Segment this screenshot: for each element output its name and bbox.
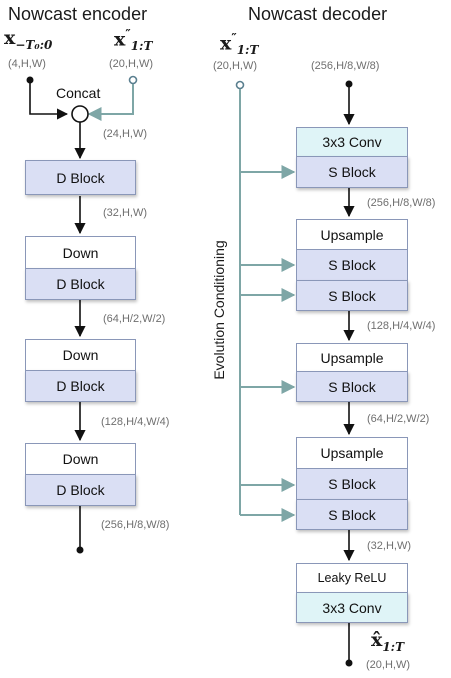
decoder-upsample-1: Upsample: [296, 219, 408, 250]
encoder-input-b-dot: [128, 75, 138, 85]
decoder-shape-3: (64,H/2,W/2): [367, 413, 430, 425]
decoder-latent-shape: (256,H/8,W/8): [311, 60, 380, 72]
decoder-conv-2: 3x3 Conv: [296, 592, 408, 623]
encoder-d-block-4: D Block: [25, 474, 136, 506]
decoder-output-dot: [345, 659, 353, 667]
encoder-input-a-shape: (4,H,W): [8, 58, 46, 70]
decoder-title: Nowcast decoder: [248, 4, 388, 24]
evolution-conditioning-label: Evolution Conditioning: [211, 240, 227, 380]
decoder-shape-4: (32,H,W): [367, 540, 411, 552]
encoder-input-b-symbol: x″1:T: [114, 27, 153, 54]
decoder-shape-2: (128,H/4,W/4): [367, 320, 436, 332]
decoder-cond-symbol: x″1:T: [220, 31, 259, 58]
encoder-d-block-2: D Block: [25, 268, 136, 300]
decoder-cond-shape: (20,H,W): [213, 60, 257, 72]
encoder-shape-4: (256,H/8,W/8): [101, 519, 170, 531]
encoder-down-1: Down: [25, 236, 136, 269]
encoder-d-block-3: D Block: [25, 370, 136, 402]
decoder-s-block-3: S Block: [296, 280, 408, 311]
concat-node: [71, 105, 89, 123]
decoder-upsample-2: Upsample: [296, 343, 408, 372]
decoder-s-block-2: S Block: [296, 249, 408, 281]
encoder-input-b-shape: (20,H,W): [109, 58, 153, 70]
decoder-s-block-1: S Block: [296, 156, 408, 188]
decoder-shape-1: (256,H/8,W/8): [367, 197, 436, 209]
decoder-s-block-6: S Block: [296, 499, 408, 530]
encoder-d-block-1: D Block: [25, 160, 136, 195]
decoder-leaky-relu: Leaky ReLU: [296, 563, 408, 593]
conditioning-input-dot: [235, 80, 245, 90]
concat-label: Concat: [56, 85, 101, 101]
encoder-input-b-wire: [87, 84, 134, 121]
encoder-shape-2: (64,H/2,W/2): [103, 313, 166, 325]
decoder-s-block-4: S Block: [296, 371, 408, 402]
encoder-shape-1: (32,H,W): [103, 207, 147, 219]
decoder-output-symbol: x̂1:T: [371, 629, 405, 654]
decoder-output-shape: (20,H,W): [366, 659, 410, 671]
encoder-input-a-wire: [29, 80, 69, 120]
encoder-down-3: Down: [25, 443, 136, 475]
decoder-conv-1: 3x3 Conv: [296, 127, 408, 157]
encoder-output-dot: [76, 546, 84, 554]
concat-shape: (24,H,W): [103, 128, 147, 140]
encoder-shape-3: (128,H/4,W/4): [101, 416, 170, 428]
decoder-s-block-5: S Block: [296, 468, 408, 500]
encoder-input-a-symbol: x−T₀:0: [4, 27, 53, 52]
encoder-title: Nowcast encoder: [8, 4, 148, 24]
decoder-upsample-3: Upsample: [296, 437, 408, 469]
encoder-down-2: Down: [25, 339, 136, 371]
